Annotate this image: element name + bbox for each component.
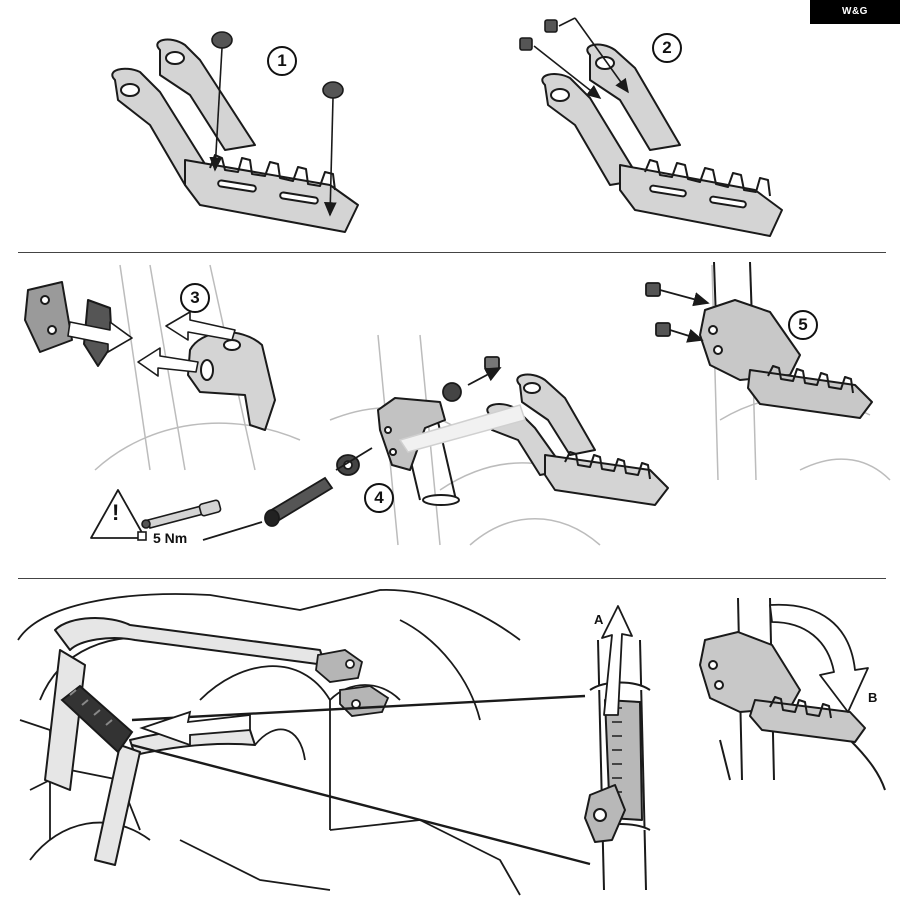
footpeg-step5 <box>699 299 873 419</box>
step-number-1: 1 <box>277 51 287 70</box>
bolt-arrows-step5 <box>645 282 710 343</box>
brand-logo: W&G <box>810 0 900 24</box>
footpeg-step4 <box>486 373 669 506</box>
callout-lines <box>131 694 591 866</box>
section-divider-bottom <box>18 578 886 579</box>
footpeg-folded-a <box>584 699 643 843</box>
direction-b-text: B <box>868 690 878 705</box>
footpeg-step1 <box>111 38 359 233</box>
pin-arrows-step1 <box>209 31 344 217</box>
step-badge-2: 2 <box>652 33 682 63</box>
bracket-step3 <box>187 331 276 431</box>
section-divider-top <box>18 252 886 253</box>
step-number-5: 5 <box>798 315 808 334</box>
crash-bar <box>44 617 326 866</box>
direction-label-b: B <box>868 690 877 705</box>
fold-up-arrow-a <box>601 605 633 716</box>
step-badge-5: 5 <box>788 310 818 340</box>
step-badge-4: 4 <box>364 483 394 513</box>
direction-label-a: A <box>594 612 603 627</box>
clamp-part-step3 <box>24 281 113 367</box>
warning-triangle-icon <box>90 489 146 539</box>
torque-wrench-icon <box>137 499 222 541</box>
direction-a-text: A <box>594 612 604 627</box>
footpeg-step2 <box>541 43 783 237</box>
screw-arrows-step2 <box>519 17 629 99</box>
warning-symbol: ! <box>112 500 120 525</box>
step-badge-1: 1 <box>267 46 297 76</box>
ghost-arrow-step4 <box>398 404 526 453</box>
warning-exclamation: ! <box>112 500 119 526</box>
fold-down-arrow-b <box>769 603 869 713</box>
step-number-3: 3 <box>190 288 200 307</box>
footpeg-unfolded-b <box>699 631 866 743</box>
callout-arrow <box>139 710 251 747</box>
step-badge-3: 3 <box>180 283 210 313</box>
clamp-step4 <box>377 397 446 471</box>
torque-value: 5 Nm <box>153 530 188 546</box>
step-number-4: 4 <box>374 488 384 507</box>
torque-label: 5 Nm <box>153 530 187 546</box>
removal-arrows-step3 <box>67 311 236 377</box>
hardware-step4 <box>202 356 502 541</box>
step-number-2: 2 <box>662 38 672 57</box>
brand-label: W&G <box>842 6 868 17</box>
folded-footpeg-on-bar <box>60 684 134 754</box>
